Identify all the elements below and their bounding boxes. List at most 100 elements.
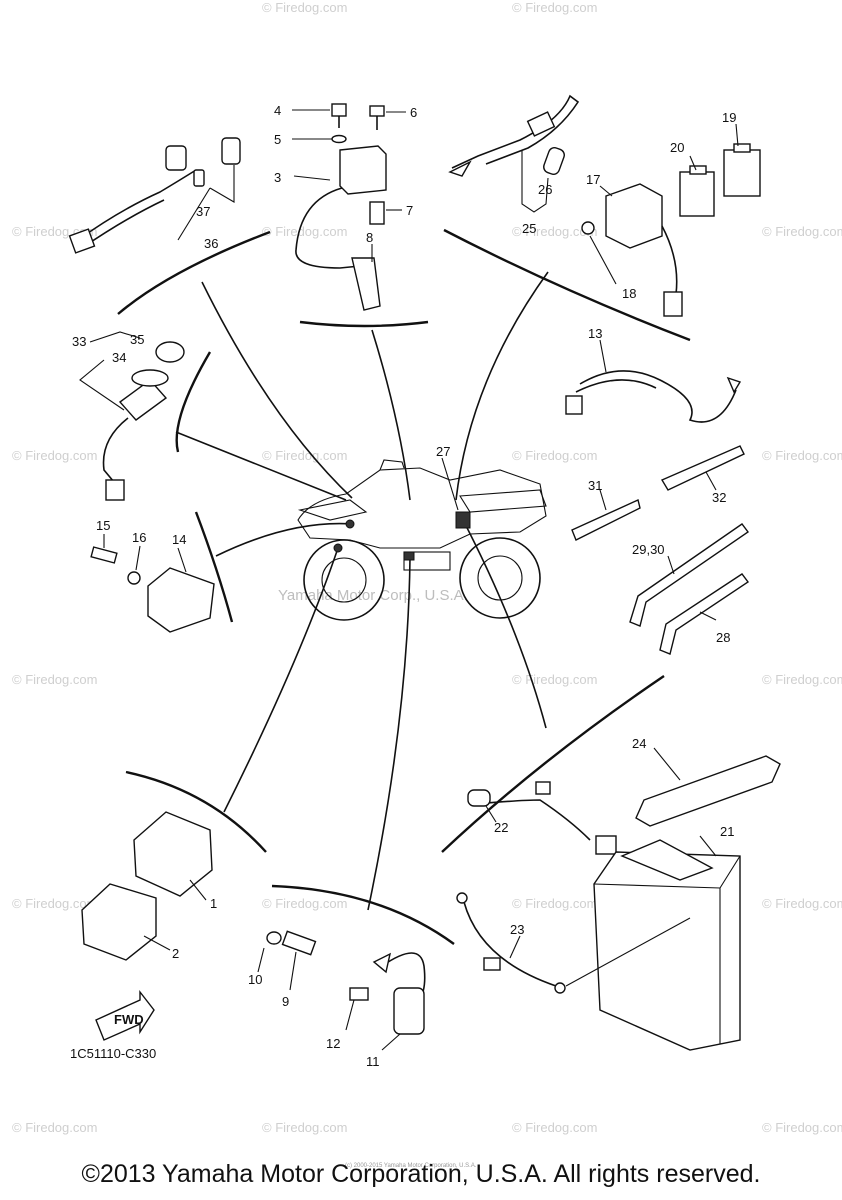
wire-harness-connector xyxy=(565,395,583,415)
part-ignition-coil: 4 5 6 3 7 8 xyxy=(274,103,417,311)
part-main-switch: 33 34 35 xyxy=(72,331,185,501)
callout-14: 14 xyxy=(172,532,186,547)
wire-lead-connector xyxy=(68,228,96,254)
divider-bottom-center xyxy=(271,884,455,945)
divider-top-left xyxy=(117,230,271,315)
atv-front-hub xyxy=(321,557,367,603)
atv-rear-rack xyxy=(459,489,547,513)
sensor-fitting xyxy=(281,930,317,956)
watermark-firedog: © Firedog.com xyxy=(262,448,347,463)
watermark-firedog: © Firedog.com xyxy=(262,1120,347,1135)
callout-28: 28 xyxy=(716,630,730,645)
starter-relay xyxy=(605,183,663,249)
battery-band xyxy=(635,755,781,827)
watermark-firedog: © Firedog.com xyxy=(762,672,842,687)
atv-footboard xyxy=(403,551,451,571)
callout-13: 13 xyxy=(588,326,602,341)
atv-illustration xyxy=(297,459,547,621)
watermark-layer: © Firedog.com © Firedog.com © Firedog.co… xyxy=(12,0,842,1135)
callout-3: 3 xyxy=(274,170,281,185)
band-31 xyxy=(571,499,641,541)
group-dividers xyxy=(117,228,691,945)
callout-2: 2 xyxy=(172,946,179,961)
watermark-firedog: © Firedog.com xyxy=(12,448,97,463)
leader-line xyxy=(367,557,411,911)
minus-lead-cap xyxy=(483,957,501,971)
callout-10: 10 xyxy=(248,972,262,987)
fwd-label: FWD xyxy=(114,1012,144,1027)
band-29-30 xyxy=(629,523,749,627)
watermark-firedog: © Firedog.com xyxy=(512,672,597,687)
watermark-firedog: © Firedog.com xyxy=(262,0,347,15)
rectifier-bolt xyxy=(90,546,118,564)
main-switch-nut xyxy=(131,369,169,387)
callout-18: 18 xyxy=(622,286,636,301)
relay-20 xyxy=(679,171,715,217)
atv-front-rack xyxy=(297,499,368,521)
coil-screw-head xyxy=(369,105,385,117)
wire-lead-boot xyxy=(165,145,187,171)
callout-23: 23 xyxy=(510,922,524,937)
part-harness-bands: 13 27 31 32 29,30 28 xyxy=(436,326,750,655)
callout-12: 12 xyxy=(326,1036,340,1051)
sensor-plug xyxy=(372,952,392,974)
main-switch-body xyxy=(118,379,168,421)
atv-rear-wheel xyxy=(459,537,541,619)
sensor-lead xyxy=(451,94,580,169)
callout-17: 17 xyxy=(586,172,600,187)
main-switch-connector xyxy=(105,479,125,501)
watermark-firedog: © Firedog.com xyxy=(512,896,597,911)
small-print: (c) 2000-2015 Yamaha Motor Corporation, … xyxy=(345,1163,477,1169)
atv-battery-marker xyxy=(455,511,471,529)
part-cdi-unit: 1 2 FWD 1C51110-C330 xyxy=(70,811,217,1061)
plug-cap xyxy=(351,257,381,311)
battery-edges xyxy=(593,855,741,1044)
relay-19 xyxy=(723,149,761,197)
minus-lead xyxy=(463,901,557,987)
wire-harness-13 xyxy=(579,370,737,423)
callout-7: 7 xyxy=(406,203,413,218)
callout-37: 37 xyxy=(196,204,210,219)
coil-lead xyxy=(295,187,361,269)
part-rectifier: 15 16 14 xyxy=(90,518,215,633)
watermark-firedog: © Firedog.com xyxy=(262,896,347,911)
wire-lead-cable xyxy=(77,169,197,241)
callout-6: 6 xyxy=(410,105,417,120)
sensor-body xyxy=(526,111,556,137)
callout-9: 9 xyxy=(282,994,289,1009)
wire-harness-13 xyxy=(575,379,657,393)
callout-21: 21 xyxy=(720,824,734,839)
band-28 xyxy=(659,573,750,655)
atv-front-wheel xyxy=(303,539,385,621)
relay-bolt xyxy=(581,221,595,235)
callout-19: 19 xyxy=(722,110,736,125)
callout-20: 20 xyxy=(670,140,684,155)
divider-mid-left xyxy=(175,351,212,453)
callout-11: 11 xyxy=(366,1054,380,1069)
plus-lead-cap xyxy=(467,789,491,807)
callout-8: 8 xyxy=(366,230,373,245)
plus-lead xyxy=(475,799,591,841)
callout-32: 32 xyxy=(712,490,726,505)
relay-connector xyxy=(663,291,683,317)
watermark-firedog: © Firedog.com xyxy=(762,1120,842,1135)
minus-lead-ring xyxy=(554,982,566,994)
watermark-firedog: © Firedog.com xyxy=(12,672,97,687)
coil-washer xyxy=(331,134,347,144)
callout-22: 22 xyxy=(494,820,508,835)
main-switch-cover xyxy=(155,341,185,363)
coil-body xyxy=(339,145,387,195)
relay-lead xyxy=(661,225,678,295)
divider-top-center xyxy=(299,320,429,328)
callout-25: 25 xyxy=(522,221,536,236)
part-speed-sensor: 10 9 12 11 xyxy=(248,930,426,1069)
coil-bolt-head xyxy=(331,103,347,117)
callout-26: 26 xyxy=(538,182,552,197)
atv-body xyxy=(297,467,547,549)
battery-top-cap xyxy=(620,839,714,881)
atv-rear-hub xyxy=(477,555,523,601)
plus-lead-fuse xyxy=(535,781,551,795)
watermark-firedog: © Firedog.com xyxy=(512,224,597,239)
callout-24: 24 xyxy=(632,736,646,751)
